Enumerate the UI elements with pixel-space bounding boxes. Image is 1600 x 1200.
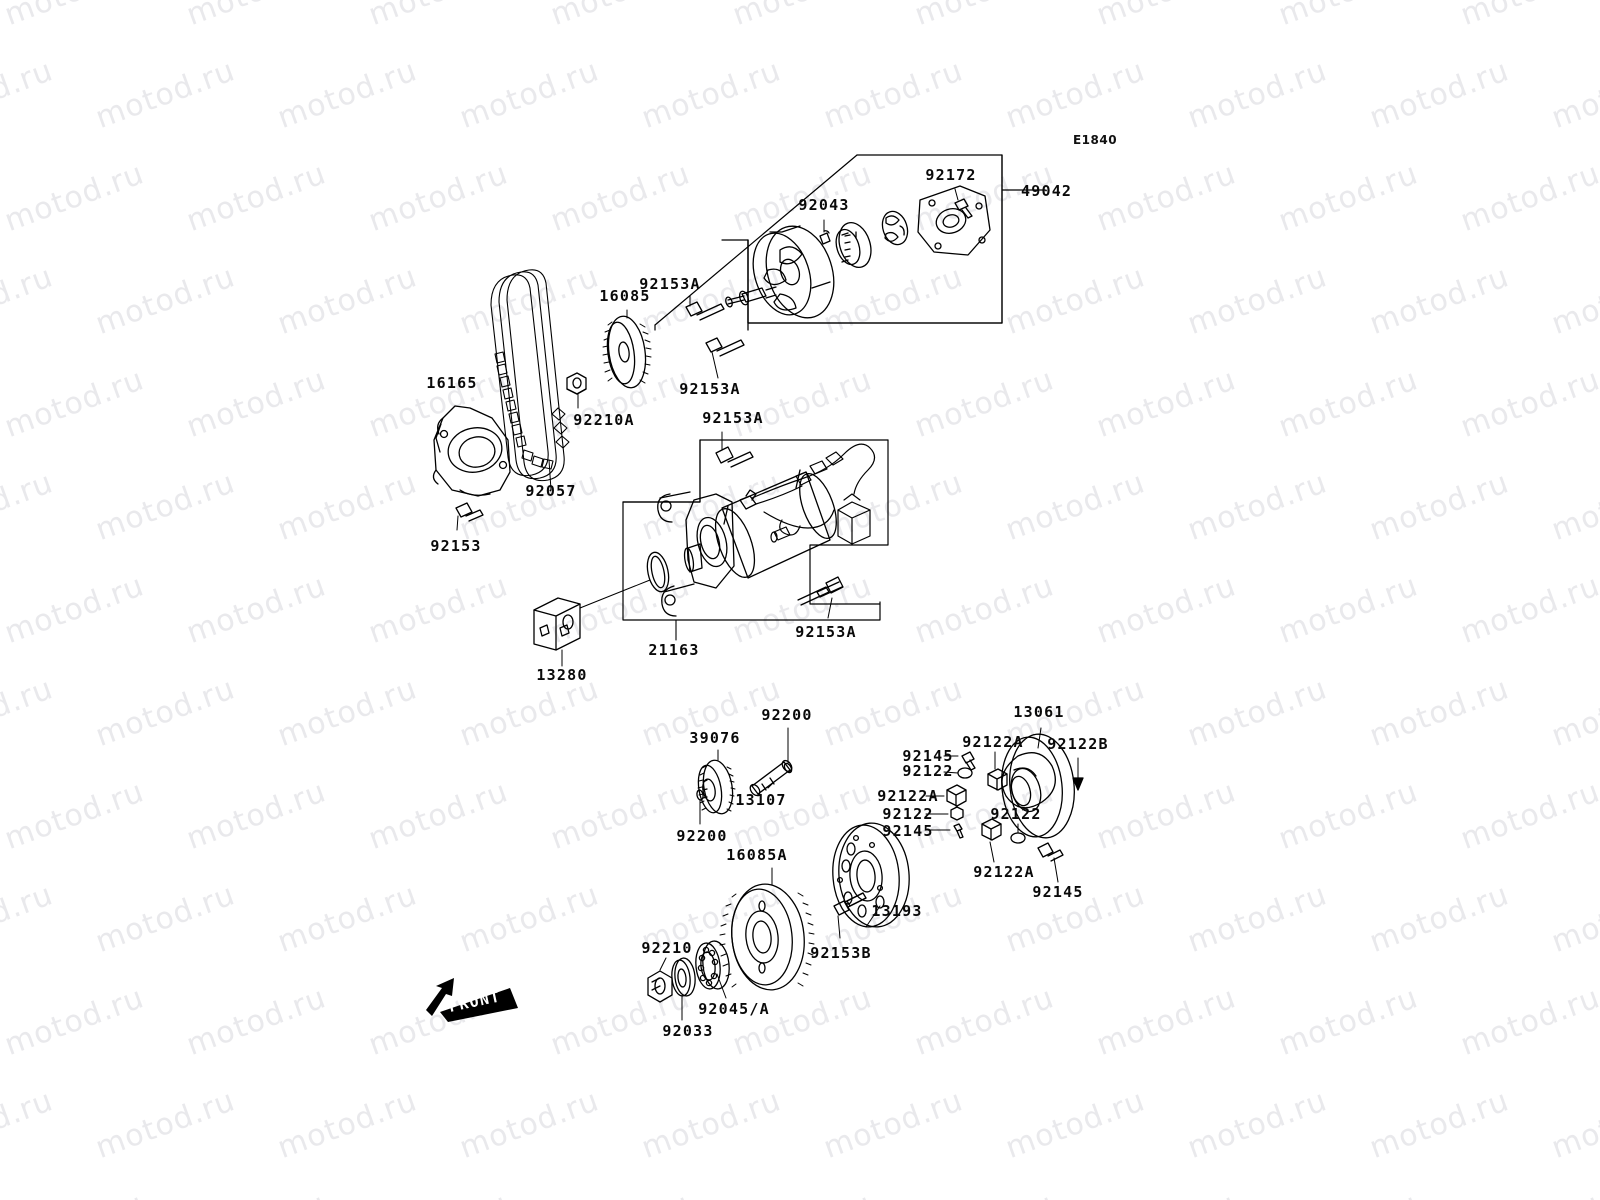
starter-motor-bracket <box>622 439 889 641</box>
part-92210A-nut <box>566 372 587 409</box>
part-label-92153a: 92153A <box>679 380 741 398</box>
part-92153A-bolt-starter1 <box>715 431 754 468</box>
oil-pump-cover <box>917 185 991 256</box>
part-label-92145: 92145 <box>1032 883 1084 901</box>
part-label-92210: 92210 <box>641 939 693 957</box>
part-13107-shaft <box>749 759 793 797</box>
front-direction-marker: FRONT <box>424 968 522 1024</box>
part-label-92043: 92043 <box>798 196 850 214</box>
part-label-92172: 92172 <box>925 166 977 184</box>
pins-group <box>925 751 1064 883</box>
part-label-92153b: 92153B <box>810 944 872 962</box>
cam-chain-92057 <box>490 269 570 491</box>
part-label-13280: 13280 <box>536 666 588 684</box>
part-label-16085: 16085 <box>599 287 651 305</box>
part-label-92153: 92153 <box>430 537 482 555</box>
part-92043-pin <box>819 219 831 245</box>
part-label-92122a: 92122A <box>962 733 1024 751</box>
part-label-92057: 92057 <box>525 482 577 500</box>
part-label-92145: 92145 <box>882 822 934 840</box>
part-92153B-bolt <box>833 892 867 939</box>
part-92153-bolt <box>455 502 484 531</box>
part-label-92122b: 92122B <box>1047 735 1109 753</box>
part-label-92153a: 92153A <box>639 275 701 293</box>
part-label-e1840: E1840 <box>1072 133 1118 147</box>
part-label-39076: 39076 <box>689 729 741 747</box>
part-92172-screw <box>954 188 973 219</box>
part-39076-gear <box>696 749 736 825</box>
part-13193-clutch <box>832 822 910 928</box>
part-13061-rotor <box>1001 727 1084 839</box>
part-label-92122a: 92122A <box>973 863 1035 881</box>
front-arrow-icon <box>426 978 454 1016</box>
part-label-13061: 13061 <box>1013 703 1065 721</box>
part-label-13193: 13193 <box>871 902 923 920</box>
part-92045A-bearing <box>695 940 730 999</box>
part-16165-cover <box>432 405 511 497</box>
oil-pump-outer-rotor <box>881 210 909 246</box>
part-label-92122: 92122 <box>902 762 954 780</box>
part-label-16085a: 16085A <box>726 846 788 864</box>
part-label-92200: 92200 <box>676 827 728 845</box>
part-92210-nut <box>647 957 673 1003</box>
oil-pump-inner-rotor <box>835 221 872 269</box>
part-92200-washer <box>783 727 793 774</box>
part-label-92210a: 92210A <box>573 411 635 429</box>
starter-motor-21163 <box>646 443 876 617</box>
part-16085A-sprocket <box>719 867 815 991</box>
part-label-92045a: 92045/A <box>698 1000 770 1018</box>
part-label-92122a: 92122A <box>877 787 939 805</box>
part-label-13107: 13107 <box>735 791 787 809</box>
part-label-92122: 92122 <box>882 805 934 823</box>
part-92153A-bolt-starter2 <box>797 576 844 619</box>
part-16085-sprocket <box>602 309 652 389</box>
part-label-92122: 92122 <box>990 805 1042 823</box>
part-13280-holder <box>533 579 651 667</box>
oil-pump-assembly-bracket <box>654 154 1046 331</box>
part-92153A-bolt-top2 <box>705 337 745 379</box>
part-label-92145: 92145 <box>902 747 954 765</box>
part-label-21163: 21163 <box>648 641 700 659</box>
part-label-92200: 92200 <box>761 706 813 724</box>
oil-pump-body <box>725 225 835 319</box>
part-label-49042: 49042 <box>1021 182 1073 200</box>
part-label-92153a: 92153A <box>702 409 764 427</box>
part-92153A-bolt-top1 <box>685 295 725 321</box>
part-label-92033: 92033 <box>662 1022 714 1040</box>
part-label-16165: 16165 <box>426 374 478 392</box>
part-label-92153a: 92153A <box>795 623 857 641</box>
